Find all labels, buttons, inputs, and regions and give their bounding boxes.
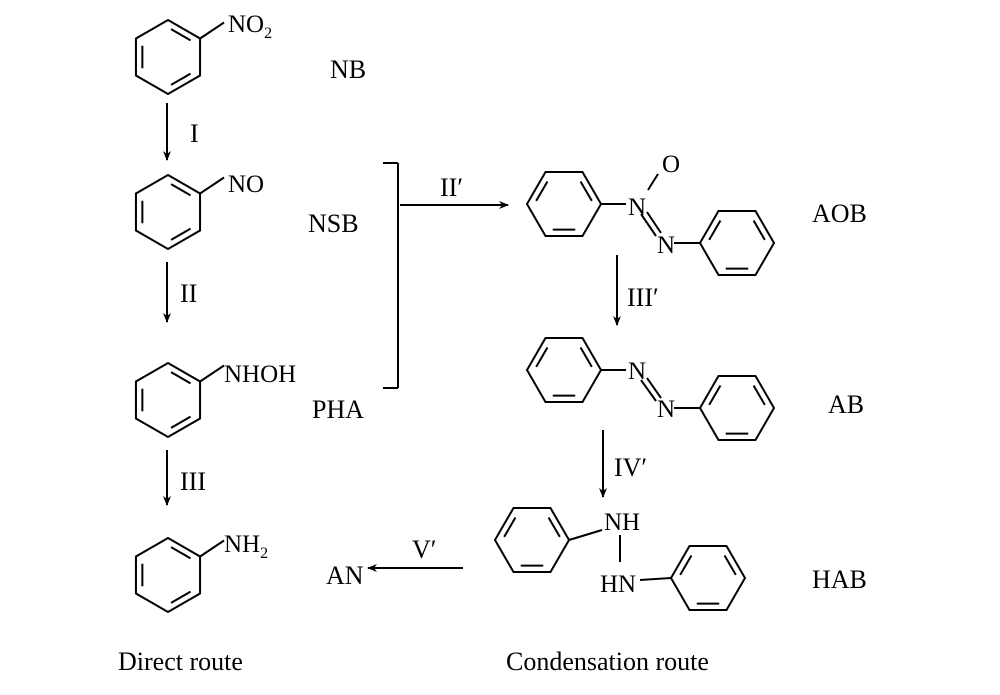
step-iv-prime-label: IV′ bbox=[614, 453, 647, 482]
nb-benzene-ring bbox=[134, 18, 202, 96]
ab-label: AB bbox=[828, 390, 864, 419]
direct-route-caption: Direct route bbox=[118, 647, 243, 676]
nb-benzene-ring-double-bond bbox=[170, 72, 192, 86]
nsb-benzene-ring-double-bond bbox=[170, 183, 192, 197]
hab-nh1: NH bbox=[604, 509, 640, 536]
condensation-route-caption: Condensation route bbox=[506, 647, 709, 676]
aob-nn-bond bbox=[640, 213, 657, 237]
hab-left-ring bbox=[493, 506, 571, 574]
nsb-substituent-bond bbox=[199, 176, 225, 195]
hab-nh2: HN bbox=[600, 571, 636, 598]
aob-label: AOB bbox=[812, 199, 867, 228]
hab-left-ring-double-bond bbox=[503, 516, 517, 538]
nb-label: NB bbox=[330, 55, 366, 84]
ab-nn-bond-2 bbox=[646, 377, 662, 399]
nsb-benzene-ring bbox=[134, 173, 202, 251]
ab-right-ring-double-bond bbox=[708, 384, 722, 406]
nb-substituent-bond bbox=[199, 21, 225, 40]
hab-bond bbox=[568, 529, 603, 541]
ab-n2: N bbox=[657, 396, 675, 423]
hab-label: HAB bbox=[812, 565, 867, 594]
an-substituent-bond bbox=[199, 539, 225, 558]
hab-right-ring-double-bond bbox=[679, 554, 693, 576]
nsb-group: NO bbox=[228, 171, 264, 198]
hab-left-ring-double-bond bbox=[547, 516, 561, 538]
step-i-label: I bbox=[190, 119, 199, 148]
aob-right-ring-double-bond bbox=[752, 219, 766, 241]
pha-group: NHOH bbox=[224, 361, 296, 388]
aob-right-ring bbox=[698, 209, 776, 277]
aob-nn-bond-2 bbox=[646, 211, 662, 234]
an-benzene-ring bbox=[134, 536, 202, 614]
ab-right-ring-double-bond bbox=[752, 384, 766, 406]
pha-substituent-bond bbox=[199, 364, 225, 383]
step-v-prime-label: V′ bbox=[412, 535, 436, 564]
an-benzene-ring-double-bond bbox=[170, 590, 192, 604]
step-iii-label: III bbox=[180, 467, 206, 496]
benzene-rings bbox=[134, 18, 776, 614]
an-group: NH2 bbox=[224, 531, 268, 562]
pha-label: PHA bbox=[312, 395, 364, 424]
an-label: AN bbox=[326, 561, 364, 590]
hab-right-ring bbox=[669, 544, 747, 612]
nsb-label: NSB bbox=[308, 209, 359, 238]
step-iii-prime-label: III′ bbox=[627, 283, 659, 312]
nsb-benzene-ring-double-bond bbox=[170, 227, 192, 241]
pha-benzene-ring bbox=[134, 361, 202, 439]
aob-n-o-bond bbox=[647, 173, 659, 191]
aob-left-ring-double-bond bbox=[535, 180, 549, 202]
hab-right-ring-double-bond bbox=[723, 554, 737, 576]
step-ii-prime-label: II′ bbox=[440, 173, 463, 202]
aob-left-ring bbox=[525, 170, 603, 238]
nb-group: NO2 bbox=[228, 11, 272, 42]
step-ii-label: II bbox=[180, 279, 197, 308]
aob-left-ring-double-bond bbox=[579, 180, 593, 202]
hab-bond-2 bbox=[639, 577, 672, 581]
ab-right-ring bbox=[698, 374, 776, 442]
pha-benzene-ring-double-bond bbox=[170, 415, 192, 429]
pha-benzene-ring-double-bond bbox=[170, 371, 192, 385]
aob-n2: N bbox=[657, 232, 675, 259]
ab-left-ring bbox=[525, 336, 603, 404]
bonds bbox=[163, 21, 700, 581]
an-benzene-ring-double-bond bbox=[170, 546, 192, 560]
aob-right-ring-double-bond bbox=[708, 219, 722, 241]
ab-n1: N bbox=[628, 358, 646, 385]
ab-nn-bond bbox=[640, 379, 657, 402]
ab-left-ring-double-bond bbox=[535, 346, 549, 368]
ab-left-ring-double-bond bbox=[579, 346, 593, 368]
aob-o: O bbox=[662, 151, 680, 178]
nb-benzene-ring-double-bond bbox=[170, 28, 192, 42]
aob-n1: N bbox=[628, 194, 646, 221]
